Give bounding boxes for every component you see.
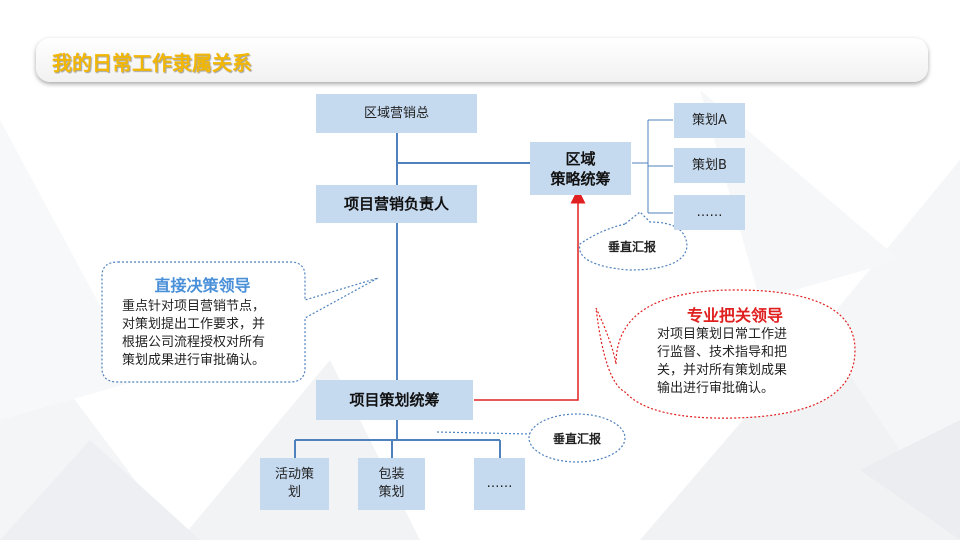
direct-leadership-line: 重点针对项目营销节点， [122, 299, 266, 314]
professional-leadership-line: 输出进行审批确认。 [657, 381, 775, 396]
direct-leadership-line: 根据公司流程授权对所有 [122, 335, 266, 350]
box-project-planning-coordinator: 项目策划统筹 [316, 380, 473, 420]
box-planner-a: 策划A [674, 103, 745, 138]
box-regional-marketing-head: 区域营销总 [316, 94, 477, 133]
box-regional-planning-coordinator: 区域 策略统筹 [530, 142, 631, 195]
title-bar [36, 38, 928, 82]
professional-leadership-title: 专业把关领导 [686, 306, 783, 325]
direct-leadership-line: 策划成果进行审批确认。 [122, 353, 266, 368]
direct-leadership-line: 对策划提出工作要求，并 [122, 317, 266, 332]
professional-leadership-line: 行监督、技术指导和把 [657, 345, 788, 360]
box-sub-more: …… [474, 458, 525, 510]
professional-leadership-text: 对项目策划日常工作进 行监督、技术指导和把 关，并对所有策划成果 输出进行审批确… [657, 326, 832, 398]
direct-leadership-title: 直接决策领导 [154, 276, 251, 295]
professional-leadership-line: 对项目策划日常工作进 [657, 327, 788, 342]
box-packaging-planning: 包装 策划 [358, 458, 425, 510]
vertical-report-top-label: 垂直汇报 [607, 240, 656, 254]
box-planner-more: …… [674, 195, 745, 230]
box-project-marketing-lead: 项目营销负责人 [316, 185, 477, 223]
professional-leadership-line: 关，并对所有策划成果 [657, 363, 788, 378]
box-planner-b: 策划B [674, 148, 745, 183]
box-activity-planning: 活动策 划 [260, 458, 329, 510]
direct-leadership-text: 重点针对项目营销节点， 对策划提出工作要求，并 根据公司流程授权对所有 策划成果… [122, 298, 302, 370]
page-title: 我的日常工作隶属关系 [52, 51, 252, 75]
vertical-report-bottom-label: 垂直汇报 [552, 432, 601, 446]
